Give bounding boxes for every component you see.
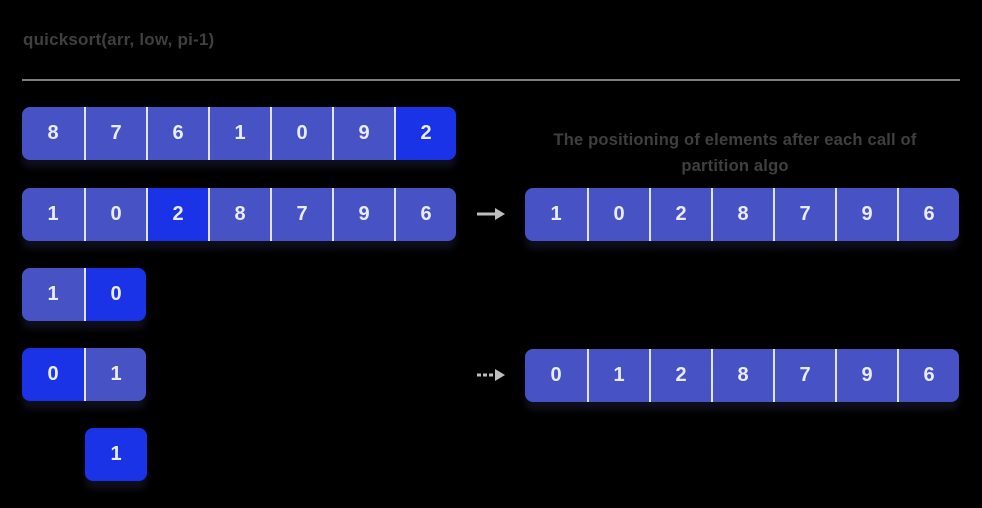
array-cell: 2 (394, 107, 456, 160)
array-cell: 7 (84, 107, 146, 160)
array-cell: 9 (835, 349, 897, 402)
array-cell: 0 (525, 349, 587, 402)
array-cell: 6 (146, 107, 208, 160)
arrow-right-icon (477, 369, 505, 381)
array-cell: 1 (22, 188, 84, 241)
array-row-left-5: 1 (85, 428, 147, 481)
function-call-title: quicksort(arr, low, pi-1) (23, 30, 215, 49)
array-cell: 2 (649, 188, 711, 241)
right-panel-heading: The positioning of elements after each c… (505, 127, 965, 179)
array-cell: 2 (649, 349, 711, 402)
arrow-right-icon (477, 208, 505, 220)
array-cell: 8 (208, 188, 270, 241)
array-cell: 0 (587, 188, 649, 241)
heading-line-1: The positioning of elements after each c… (553, 131, 917, 149)
array-cell: 6 (394, 188, 456, 241)
array-cell: 8 (711, 188, 773, 241)
array-cell: 1 (85, 428, 147, 481)
array-cell: 9 (835, 188, 897, 241)
array-cell: 1 (84, 348, 146, 401)
array-cell: 6 (897, 349, 959, 402)
array-cell: 8 (22, 107, 84, 160)
divider-rule (22, 79, 960, 81)
array-cell: 0 (84, 188, 146, 241)
array-cell: 7 (773, 349, 835, 402)
array-cell: 1 (525, 188, 587, 241)
array-cell: 8 (711, 349, 773, 402)
array-cell: 1 (22, 268, 84, 321)
heading-line-2: partition algo (681, 157, 789, 175)
array-cell: 0 (84, 268, 146, 321)
array-cell: 2 (146, 188, 208, 241)
array-cell: 7 (270, 188, 332, 241)
array-cell: 9 (332, 188, 394, 241)
array-cell: 9 (332, 107, 394, 160)
array-cell: 6 (897, 188, 959, 241)
array-cell: 1 (208, 107, 270, 160)
array-cell: 0 (270, 107, 332, 160)
array-cell: 1 (587, 349, 649, 402)
array-cell: 7 (773, 188, 835, 241)
array-cell: 0 (22, 348, 84, 401)
